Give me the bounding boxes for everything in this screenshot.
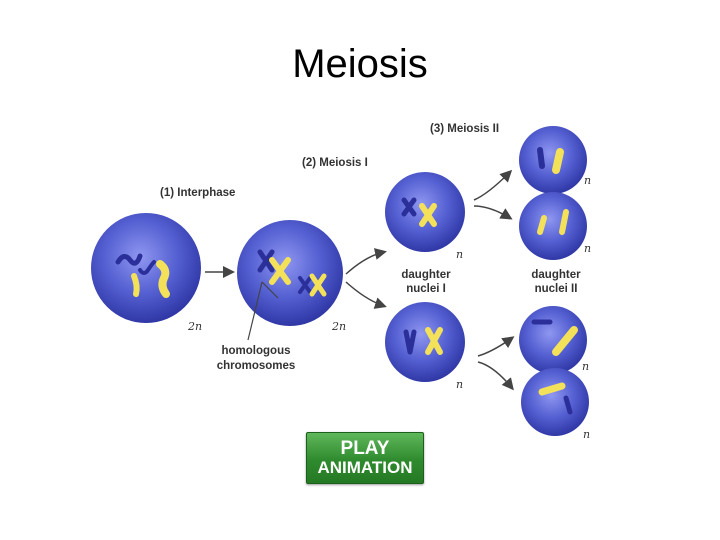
play-button-label-line1: PLAY	[340, 438, 390, 459]
daughter-nuclei-1-label-line2: nuclei I	[406, 283, 446, 295]
daughter-nuclei-2-label-line1: daughter	[531, 269, 581, 281]
daughter-nucleus-2-b	[519, 192, 587, 260]
ploidy-label-n-daughter2-b: n	[584, 242, 591, 255]
interphase-cell	[91, 213, 201, 323]
homologous-pointer-line	[261, 281, 279, 299]
chromosome-yellow	[131, 273, 140, 297]
ploidy-label-n-daughter1-bottom: n	[456, 378, 463, 391]
chromosome-blue	[401, 197, 417, 217]
chromosome-yellow	[156, 260, 170, 298]
chromosome-blue	[257, 249, 275, 273]
homologous-pointer-line	[247, 281, 263, 341]
chromosome-blue	[115, 253, 143, 266]
chromosome-yellow	[559, 209, 569, 235]
chromosome-blue	[138, 260, 156, 275]
homologous-label-line2: chromosomes	[217, 360, 296, 372]
daughter-nuclei-2-label-line2: nuclei II	[535, 283, 578, 295]
play-button-label-line2: ANIMATION	[317, 458, 413, 477]
chromosome-yellow	[537, 215, 547, 235]
daughter-nucleus-1-top	[385, 172, 465, 252]
play-animation-button[interactable]: PLAY ANIMATION	[306, 432, 424, 484]
daughter-nucleus-2-c	[519, 306, 587, 374]
stage-label-meiosis-2: (3) Meiosis II	[430, 123, 499, 135]
chromosome-yellow	[425, 327, 443, 355]
chromosome-blue	[403, 329, 417, 355]
ploidy-label-n-daughter1-top: n	[456, 248, 463, 261]
daughter-nucleus-1-bottom	[385, 302, 465, 382]
stage-label-interphase: (1) Interphase	[160, 187, 235, 199]
daughter-nuclei-1-label-line1: daughter	[401, 269, 451, 281]
arrow-to-daughter2-bottom-b	[477, 361, 514, 391]
arrow-meiosis1-to-daughter-top	[345, 248, 387, 275]
daughter-nucleus-2-d	[521, 368, 589, 436]
arrow-to-daughter2-top-b	[473, 205, 513, 220]
arrow-to-daughter2-bottom-a	[477, 336, 515, 357]
slide-title: Meiosis	[292, 42, 428, 86]
chromosome-blue	[298, 276, 312, 294]
homologous-label-line1: homologous	[222, 345, 291, 357]
chromosome-yellow	[269, 257, 291, 285]
chromosome-blue	[563, 395, 573, 415]
chromosome-yellow	[552, 326, 578, 356]
ploidy-label-n-daughter2-d: n	[583, 428, 590, 441]
arrow-to-daughter2-top-a	[473, 169, 513, 201]
arrow-meiosis1-to-daughter-bottom	[345, 281, 387, 309]
ploidy-label-2n-meiosis1: 2n	[331, 320, 346, 333]
chromosome-blue	[537, 147, 545, 169]
daughter-nucleus-2-a	[519, 126, 587, 194]
meiosis1-cell	[237, 220, 343, 326]
chromosome-yellow	[419, 203, 437, 227]
ploidy-label-n-daughter2-a: n	[584, 174, 591, 187]
ploidy-label-2n-interphase: 2n	[187, 320, 202, 333]
chromosome-yellow	[538, 382, 566, 396]
ploidy-label-n-daughter2-c: n	[582, 360, 589, 373]
chromosome-yellow	[552, 148, 564, 174]
chromosome-yellow	[309, 273, 327, 297]
stage-label-meiosis-1: (2) Meiosis I	[302, 157, 368, 169]
